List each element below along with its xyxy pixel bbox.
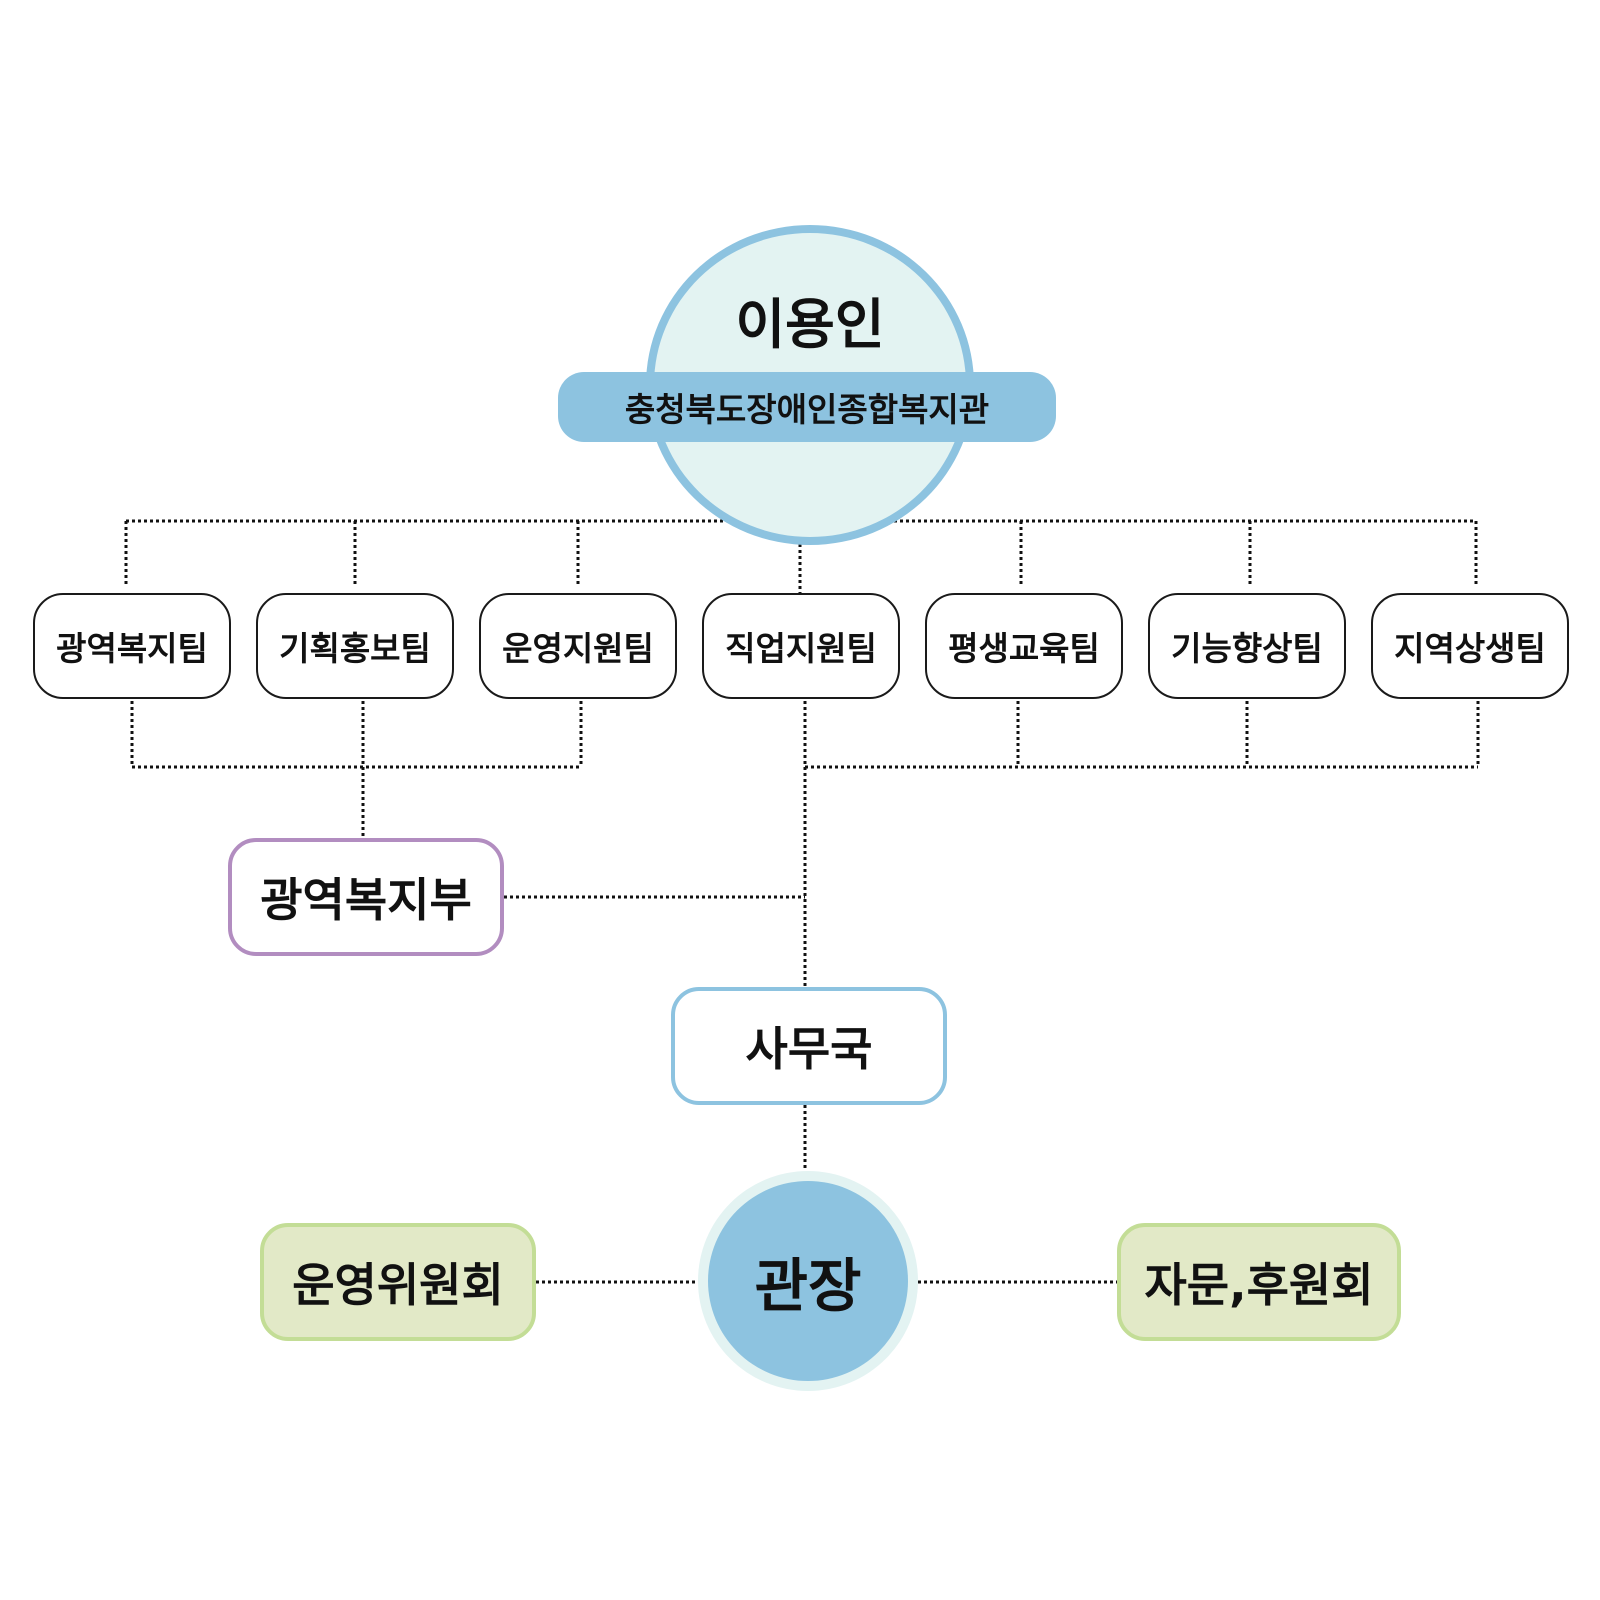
team-box-2: 기획홍보팀 <box>256 593 454 699</box>
director-circle: 관장 <box>708 1181 908 1381</box>
team-box-6: 기능향상팀 <box>1148 593 1346 699</box>
team-box-3: 운영지원팀 <box>479 593 677 699</box>
users-label: 이용인 <box>735 293 885 356</box>
organization-bar: 충청북도장애인종합복지관 <box>558 372 1056 442</box>
branch-box: 광역복지부 <box>228 838 504 956</box>
team-box-4: 직업지원팀 <box>702 593 900 699</box>
operating-committee-box: 운영위원회 <box>260 1223 536 1341</box>
advisory-support-box: 자문,후원회 <box>1117 1223 1401 1341</box>
team-box-5: 평생교육팀 <box>925 593 1123 699</box>
team-box-7: 지역상생팀 <box>1371 593 1569 699</box>
team-box-1: 광역복지팀 <box>33 593 231 699</box>
secretariat-box: 사무국 <box>671 987 947 1105</box>
